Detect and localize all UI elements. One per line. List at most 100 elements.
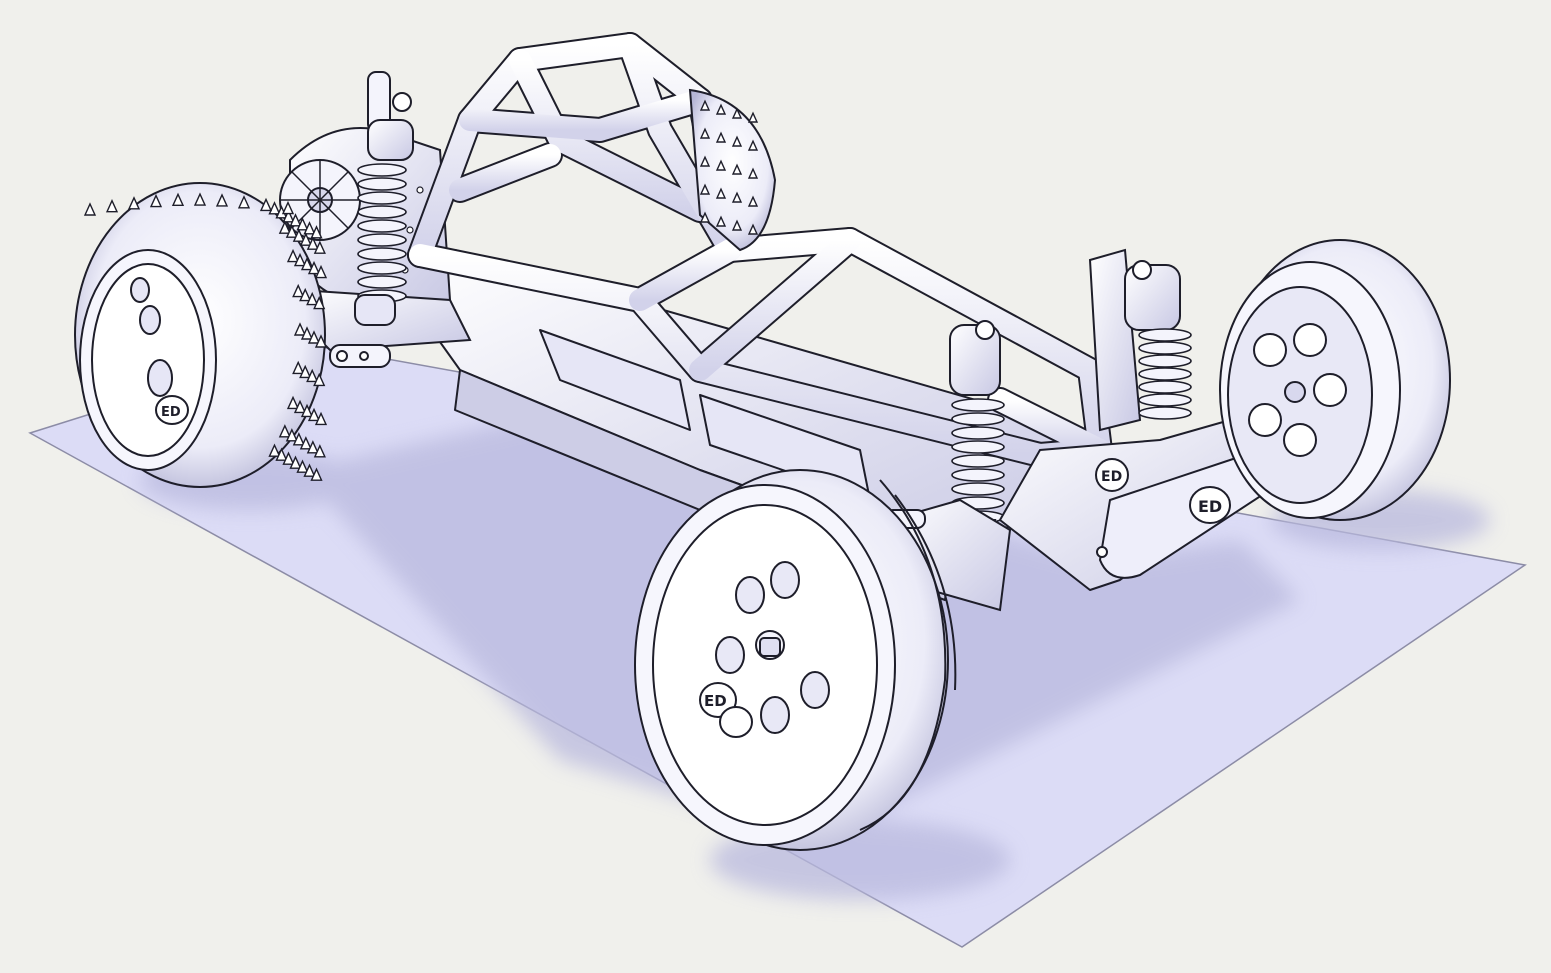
tread-spike (296, 217, 309, 231)
tread-spike (286, 248, 300, 263)
tread-spike (281, 200, 295, 215)
tread-spike (292, 228, 305, 242)
tread-spike (699, 183, 711, 195)
spring-coil (357, 177, 407, 191)
rear-left-wheel: ED (74, 182, 328, 488)
tread-spike (293, 399, 307, 414)
tread-spike (313, 295, 326, 310)
tread-spike (289, 455, 302, 469)
tread-spike (731, 191, 743, 203)
tread-spike (215, 193, 229, 207)
tread-spike (275, 447, 288, 461)
tread-spike (292, 432, 305, 446)
tread-spike (306, 368, 319, 383)
spring-coil (357, 163, 407, 177)
tread-spike (731, 163, 743, 175)
tread-spike (306, 291, 319, 306)
bulkhead-logo: ED (1101, 469, 1122, 485)
tread-spike (747, 111, 759, 123)
tread-spike (307, 330, 321, 344)
spring-coil (357, 191, 407, 205)
spring-coil (1138, 367, 1192, 381)
tread-spike (310, 467, 323, 481)
tread-spike (300, 326, 314, 340)
spring-coil (357, 247, 407, 261)
tread-spike (699, 155, 711, 167)
tread-spike (193, 192, 207, 206)
front-right-wheel (1219, 239, 1451, 521)
tread-spike (715, 131, 727, 143)
tread-spike (292, 360, 305, 375)
spring-coil (1138, 354, 1192, 368)
tread-spike (314, 334, 328, 348)
tread-spike (293, 322, 307, 336)
tread-spike (731, 135, 743, 147)
tread-spike (268, 443, 281, 457)
front-right-shock (1088, 248, 1192, 432)
tread-spike (699, 127, 711, 139)
tread-spike (300, 403, 314, 418)
tread-spike (259, 197, 273, 212)
tread-spike (171, 192, 185, 206)
rear-left-shock (354, 71, 414, 326)
spring-coil (951, 468, 1005, 482)
tread-spike (237, 195, 251, 209)
tread-spike (285, 224, 298, 238)
tread-spike (149, 193, 163, 208)
spring-coil (357, 233, 407, 247)
tread-spike (699, 99, 711, 111)
spring-coil (1138, 341, 1192, 355)
tread-spike (278, 424, 291, 438)
tread-spike (282, 451, 295, 465)
tread-spike (299, 287, 312, 302)
spring-coil (951, 482, 1005, 496)
spare-spiked-tire (688, 88, 777, 252)
tread-spike (278, 220, 291, 234)
tread-spike (299, 364, 312, 379)
tread-spike (715, 215, 727, 227)
front-left-wheel: ED (634, 469, 957, 851)
tread-spike (105, 199, 119, 213)
wheel-logo: ED (161, 405, 181, 420)
spring-coil (1138, 380, 1192, 394)
spring-coil (357, 275, 407, 289)
tread-spikes (83, 192, 328, 481)
tread-spike (747, 223, 759, 235)
rear-gearbox (279, 127, 452, 312)
tread-spike (731, 107, 743, 119)
spring-coil (357, 219, 407, 233)
tread-spike (127, 196, 141, 210)
tread-spike (268, 201, 281, 215)
tread-spike (313, 240, 326, 254)
spring-coil (951, 398, 1005, 412)
tread-spike (303, 463, 316, 477)
tread-spike (314, 411, 328, 426)
tread-spike (715, 103, 727, 115)
tread-spike (286, 395, 300, 410)
tread-spike (282, 209, 295, 223)
tread-spike (289, 213, 302, 227)
tread-spike (310, 225, 323, 239)
tread-spike (306, 440, 319, 454)
spring-coil (951, 440, 1005, 454)
spring-coil (951, 454, 1005, 468)
tread-spike (307, 260, 321, 275)
spring-coil (357, 205, 407, 219)
tread-spike (292, 283, 305, 298)
tread-spike (747, 195, 759, 207)
tread-spike (303, 221, 316, 235)
wheel-logo: ED (704, 692, 727, 710)
spring-coil (951, 426, 1005, 440)
tread-spike (306, 236, 319, 250)
spring-coil (1138, 393, 1192, 407)
spring-coil (1138, 406, 1192, 420)
tread-spike (293, 252, 307, 267)
tread-spike (285, 428, 298, 442)
tread-spike (314, 264, 328, 279)
tread-spike (313, 444, 326, 458)
tread-spike (731, 219, 743, 231)
tread-spike (299, 436, 312, 450)
spring-coil (951, 412, 1005, 426)
